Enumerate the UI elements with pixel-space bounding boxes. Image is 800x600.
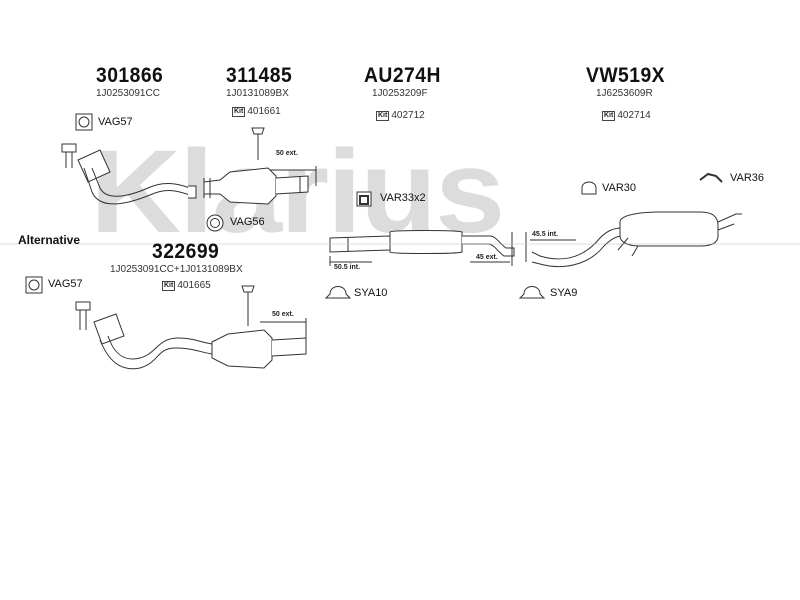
middle-silencer-AU274H[interactable]	[329, 230, 515, 257]
accessory-label[interactable]: VAR33x2	[380, 192, 426, 204]
kit-value: 402714	[617, 110, 651, 121]
kit-value: 402712	[391, 110, 425, 121]
kit-value: 401665	[177, 280, 211, 291]
part-number[interactable]: 301866	[96, 64, 164, 87]
kit-badge: Kit	[376, 110, 390, 121]
clamp-sya9-icon	[518, 286, 546, 299]
dimension-label: 45 ext.	[476, 254, 498, 261]
gasket-vag57-icon	[75, 113, 93, 131]
dimension-label: 45.5 int.	[532, 231, 559, 238]
oem-number: 1J6253609R	[596, 88, 653, 99]
dimension-label: 50 ext.	[276, 150, 298, 157]
kit-badge: Kit	[232, 106, 246, 117]
mount-var30-icon	[581, 181, 597, 195]
hook-var36-icon	[699, 172, 723, 183]
dimension-label: 50 ext.	[272, 311, 294, 318]
alternative-label: Alternative	[18, 233, 81, 247]
part-number[interactable]: 311485	[226, 64, 293, 87]
part-number[interactable]: AU274H	[364, 64, 441, 87]
accessory-label[interactable]: VAG56	[230, 216, 265, 228]
oem-number: 1J0253209F	[372, 88, 428, 99]
accessory-label[interactable]: VAG57	[98, 116, 133, 128]
accessory-label[interactable]: VAR30	[602, 182, 637, 194]
downpipe-with-converter-322699[interactable]	[75, 285, 307, 370]
part-number[interactable]: 322699	[152, 240, 220, 263]
gasket-vag57-alt-icon	[25, 276, 43, 294]
kit-value: 401661	[247, 106, 281, 117]
oem-number: 1J0253091CC+1J0131089BX	[110, 264, 243, 275]
downpipe-301866[interactable]	[61, 143, 197, 205]
oem-number: 1J0253091CC	[96, 88, 160, 99]
accessory-label[interactable]: VAR36	[730, 172, 765, 184]
ring-vag56-icon	[206, 214, 224, 232]
catalytic-converter-311485[interactable]	[203, 127, 309, 205]
kit-badge: Kit	[602, 110, 616, 121]
dimension-label: 50.5 int.	[334, 264, 361, 271]
oem-number: 1J0131089BX	[226, 88, 289, 99]
clamp-sya10-icon	[324, 286, 352, 299]
rear-silencer-VW519X[interactable]	[531, 211, 742, 267]
part-number[interactable]: VW519X	[586, 64, 666, 87]
kit-badge: Kit	[162, 280, 176, 291]
accessory-label[interactable]: SYA9	[550, 287, 578, 299]
accessory-label[interactable]: SYA10	[354, 287, 388, 299]
accessory-label[interactable]: VAG57	[48, 278, 83, 290]
